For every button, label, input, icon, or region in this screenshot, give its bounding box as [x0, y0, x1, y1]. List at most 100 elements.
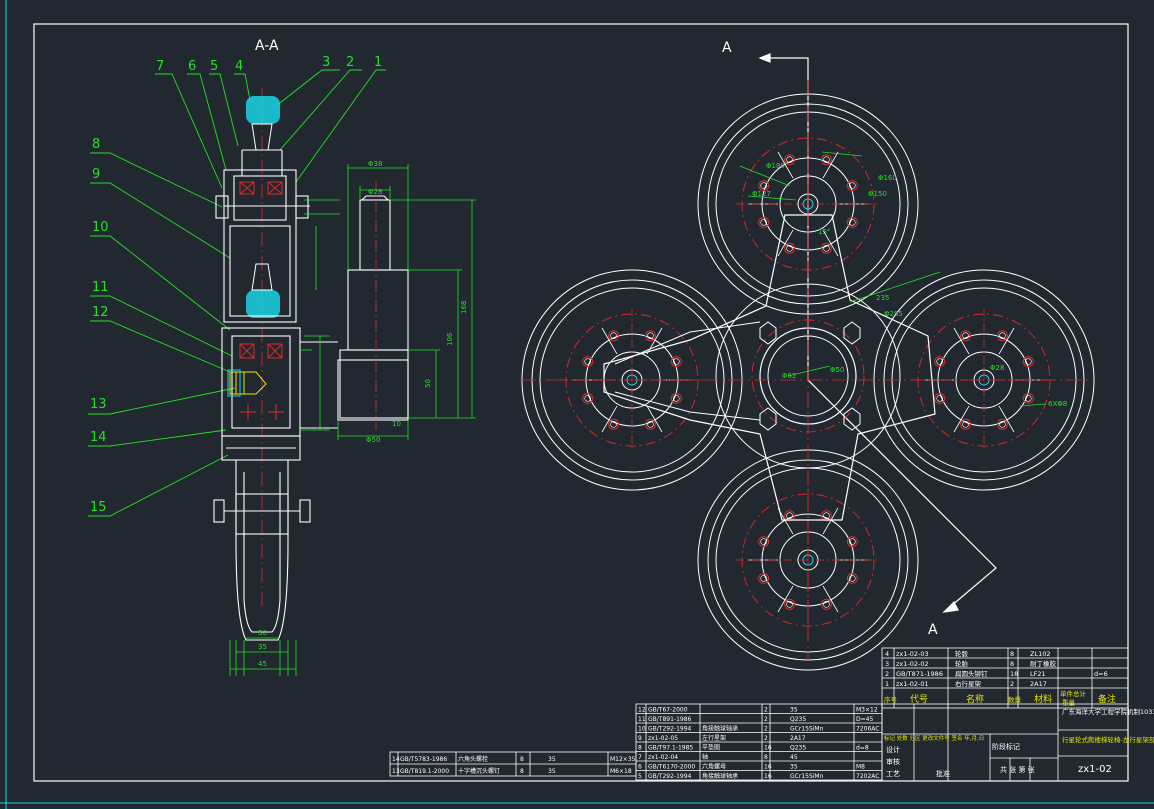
parts-no: 1 — [885, 680, 889, 688]
parts2-name: 六角螺母 — [702, 763, 726, 771]
shaft-dimensions: Φ38 Φ28 168 106 50 Φ50 10 — [337, 160, 476, 444]
top-tire — [246, 96, 280, 318]
lower-housing — [221, 327, 338, 461]
callout-6: 6 — [188, 59, 196, 74]
parts2-note: M8 — [856, 764, 865, 771]
dim-side-eq: 6XΦ8 — [1048, 400, 1067, 408]
dim-hub-d1: Φ62 — [782, 372, 796, 380]
parts2-name: 左行星架 — [702, 734, 726, 742]
screw-head — [227, 369, 241, 397]
review-label: 审核 — [886, 757, 900, 766]
parts2-code: GB/T6170-2000 — [648, 764, 695, 771]
parts3-qty: 8 — [520, 768, 524, 775]
parts-name: 扁圆头铆钉 — [955, 669, 988, 678]
parts2-code: GB/T891-1986 — [648, 716, 692, 723]
parts2-qty: 16 — [764, 745, 772, 752]
parts-name: 右行星架 — [955, 679, 982, 688]
parts3-note: M6×18 — [610, 768, 632, 775]
school-name: 广东海洋大学工程学院机制1033班 — [1062, 707, 1154, 716]
parts2-no: 6 — [638, 764, 642, 771]
callout-12: 12 — [92, 305, 109, 320]
dim-shaft-top-b: Φ28 — [368, 188, 382, 196]
dim-wheel-w3: 45 — [258, 660, 267, 668]
parts2-name: 平垫圈 — [702, 744, 720, 752]
header-note: 备注 — [1098, 693, 1116, 705]
drawing-title: 行星轮式爬楼梯轮椅-左行星架部件 — [1062, 735, 1154, 744]
parts2-no: 9 — [638, 735, 642, 742]
parts2-note: d=8 — [856, 745, 869, 752]
parts3-name: 六角头螺栓 — [458, 755, 488, 763]
side-dimensions — [300, 199, 340, 431]
parts2-name: 角接触球轴承 — [702, 772, 738, 780]
section-label: A-A — [255, 38, 279, 54]
planet-carrier-body — [603, 214, 936, 521]
callout-14: 14 — [90, 430, 107, 445]
parts2-no: 5 — [638, 773, 642, 780]
parts3-code: GB/T5783-1986 — [400, 756, 447, 763]
parts-no: 4 — [885, 650, 889, 658]
parts3-code: GB/T819.1-2000 — [400, 768, 449, 775]
parts-name: 轮毂 — [955, 649, 969, 658]
parts-material: 2A17 — [1030, 680, 1047, 688]
parts2-no: 11 — [638, 716, 646, 723]
header-name: 名称 — [966, 693, 984, 705]
parts2-material: 35 — [790, 707, 798, 714]
dim-height-long: 168 — [460, 301, 468, 314]
parts2-note: M3×12 — [856, 707, 878, 714]
callout-1: 1 — [374, 55, 382, 70]
parts3-no: 14 — [392, 756, 400, 763]
dim-bore-d: Φ28 — [990, 364, 1004, 372]
callout-3: 3 — [322, 55, 330, 70]
parts3-material: 35 — [548, 768, 556, 775]
front-view-dimensions: Φ62 Φ50 Φ150 Φ160 Φ180 Φ127 Φ28 15° 235 … — [739, 151, 1067, 408]
parts3-material: 35 — [548, 756, 556, 763]
parts2-qty: 16 — [764, 773, 772, 780]
callout-5: 5 — [210, 59, 218, 74]
parts2-material: 2A17 — [790, 735, 806, 742]
dim-wheel-d4: Φ127 — [752, 190, 771, 198]
parts2-no: 8 — [638, 745, 642, 752]
dim-height-short: 50 — [424, 379, 432, 388]
label-row: 标记 处数 分区 更改文件号 签名 年,月,日 — [884, 734, 984, 742]
parts2-qty: 16 — [764, 764, 772, 771]
parts-code: GB/T871-1986 — [896, 670, 943, 678]
view-marker-top: A — [722, 40, 732, 56]
sheet-count: 共 张 第 张 — [1000, 765, 1035, 774]
parts2-note: 7206AC — [856, 726, 879, 733]
bottom-dimensions: 30 35 45 — [229, 629, 297, 676]
parts-no: 3 — [885, 660, 889, 668]
parts-qty: 18 — [1010, 670, 1018, 678]
title-block-text: 广东海洋大学工程学院机制1033班 行星轮式爬楼梯轮椅-左行星架部件 zx1-0… — [884, 707, 1154, 778]
parts2-no: 10 — [638, 726, 646, 733]
dim-wheel-d1: Φ150 — [868, 190, 887, 198]
dim-wheel-w2: 35 — [258, 643, 267, 651]
header-code: 代号 — [910, 694, 928, 705]
parts2-no: 12 — [638, 707, 646, 714]
parts3-name: 十字槽沉头螺钉 — [458, 767, 500, 775]
parts-name: 轮胎 — [955, 659, 969, 668]
callout-9: 9 — [92, 167, 100, 182]
parts-note: d=6 — [1094, 670, 1108, 678]
callout-13: 13 — [90, 397, 107, 412]
parts2-qty: 2 — [764, 716, 768, 723]
stage-mark: 阶段标记 — [992, 742, 1020, 751]
section-cut-line — [758, 53, 997, 613]
header-no: 序号 — [884, 695, 898, 704]
approve-label: 批准 — [936, 769, 950, 778]
callout-10: 10 — [92, 220, 109, 235]
dim-shaft-top-a: Φ38 — [368, 160, 382, 168]
dim-bottom-width: Φ50 — [366, 436, 380, 444]
parts2-name: 角接触球轴承 — [702, 725, 738, 733]
dim-angle: 15° — [818, 228, 830, 236]
callout-11: 11 — [92, 280, 109, 295]
dim-height-mid: 106 — [446, 332, 454, 346]
parts2-code: GB/T67-2000 — [648, 707, 688, 714]
parts2-qty: 2 — [764, 707, 768, 714]
lower-wheel — [213, 460, 311, 641]
parts2-qty: 2 — [764, 726, 768, 733]
dim-bottom-small: 10 — [392, 420, 401, 428]
